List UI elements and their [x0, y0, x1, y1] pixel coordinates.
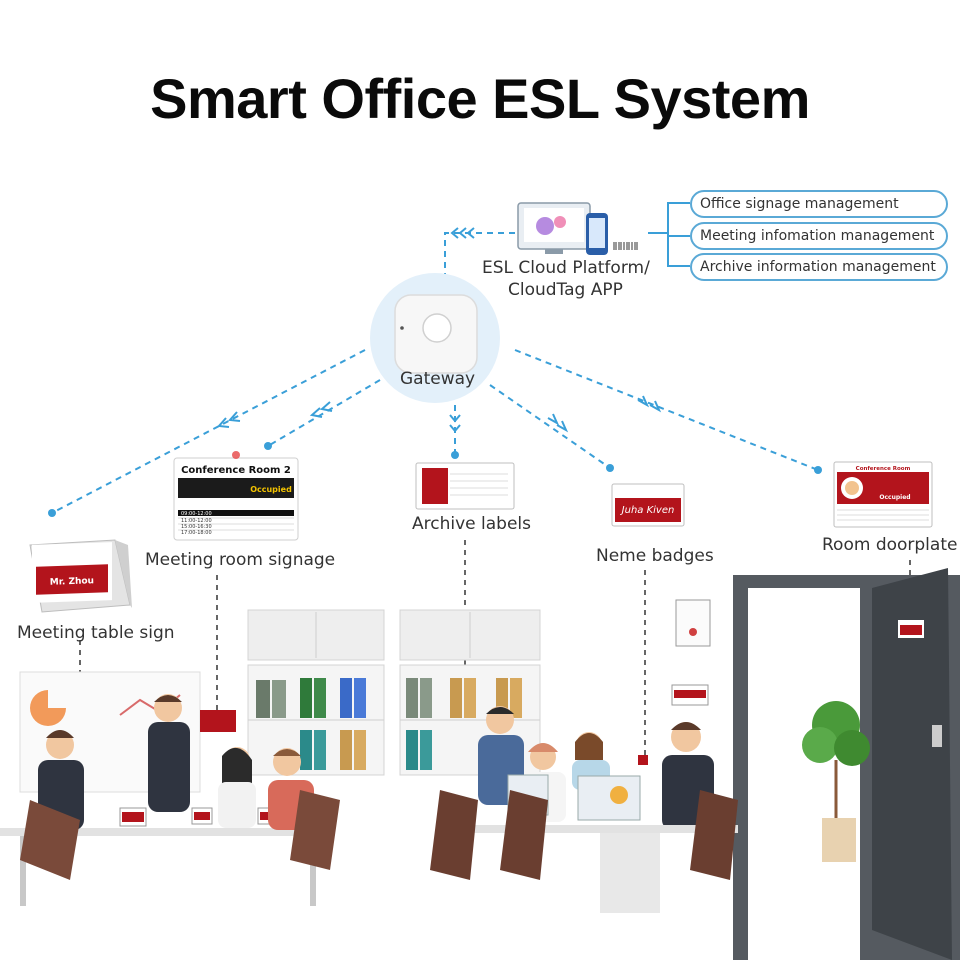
feature-bracket: [648, 202, 690, 267]
cloud-platform-label-line1: ESL Cloud Platform/: [482, 258, 650, 278]
schedule-time-2: 15:00-16:30: [181, 524, 212, 530]
meeting-table-sign-icon: [29, 539, 132, 613]
monitor-icon: [517, 202, 591, 254]
table-sign-name: Mr. Zhou: [50, 576, 95, 588]
signage-occupied: Occupied: [250, 485, 292, 494]
label-meeting-room-signage: Meeting room signage: [145, 550, 336, 570]
signage-room-name: Conference Room 2: [181, 465, 291, 476]
connector-doorplate: [514, 349, 819, 471]
connector-badges: [489, 384, 611, 469]
connector-table-sign: [51, 349, 366, 514]
badge-name: Juha Kiven: [620, 505, 675, 516]
connector-gateway-cloud: [444, 232, 515, 290]
feature-archive-information: Archive information management: [690, 253, 948, 281]
office-illustration: [0, 568, 960, 960]
arrow-chevrons: [216, 227, 662, 433]
cloud-platform-label-line2: CloudTag APP: [508, 280, 623, 300]
room-doorplate-icon: [833, 461, 933, 528]
schedule-time-3: 17:00-18:00: [181, 530, 212, 536]
connector-room-signage: [267, 379, 381, 447]
label-room-doorplate: Room doorplate: [822, 535, 958, 555]
barcode-icon: [613, 242, 638, 250]
doorplate-occupied: Occupied: [879, 494, 910, 501]
feature-meeting-information: Meeting infomation management: [690, 222, 948, 250]
gateway-label: Gateway: [400, 369, 476, 389]
label-name-badges: Neme badges: [596, 546, 714, 566]
page-title: Smart Office ESL System: [150, 67, 810, 130]
doorplate-title: Conference Room: [856, 466, 911, 472]
archive-label-icon: [415, 462, 515, 510]
name-badge-icon: [611, 483, 685, 527]
schedule-time-0: 09:00-12:00: [181, 511, 212, 517]
phone-icon: [586, 213, 608, 255]
feature-office-signage: Office signage management: [690, 190, 948, 218]
meeting-room-signage-icon: [173, 451, 299, 541]
label-archive-labels: Archive labels: [412, 514, 531, 534]
schedule-time-1: 11:00-12:00: [181, 518, 212, 524]
label-meeting-table-sign: Meeting table sign: [17, 623, 175, 643]
